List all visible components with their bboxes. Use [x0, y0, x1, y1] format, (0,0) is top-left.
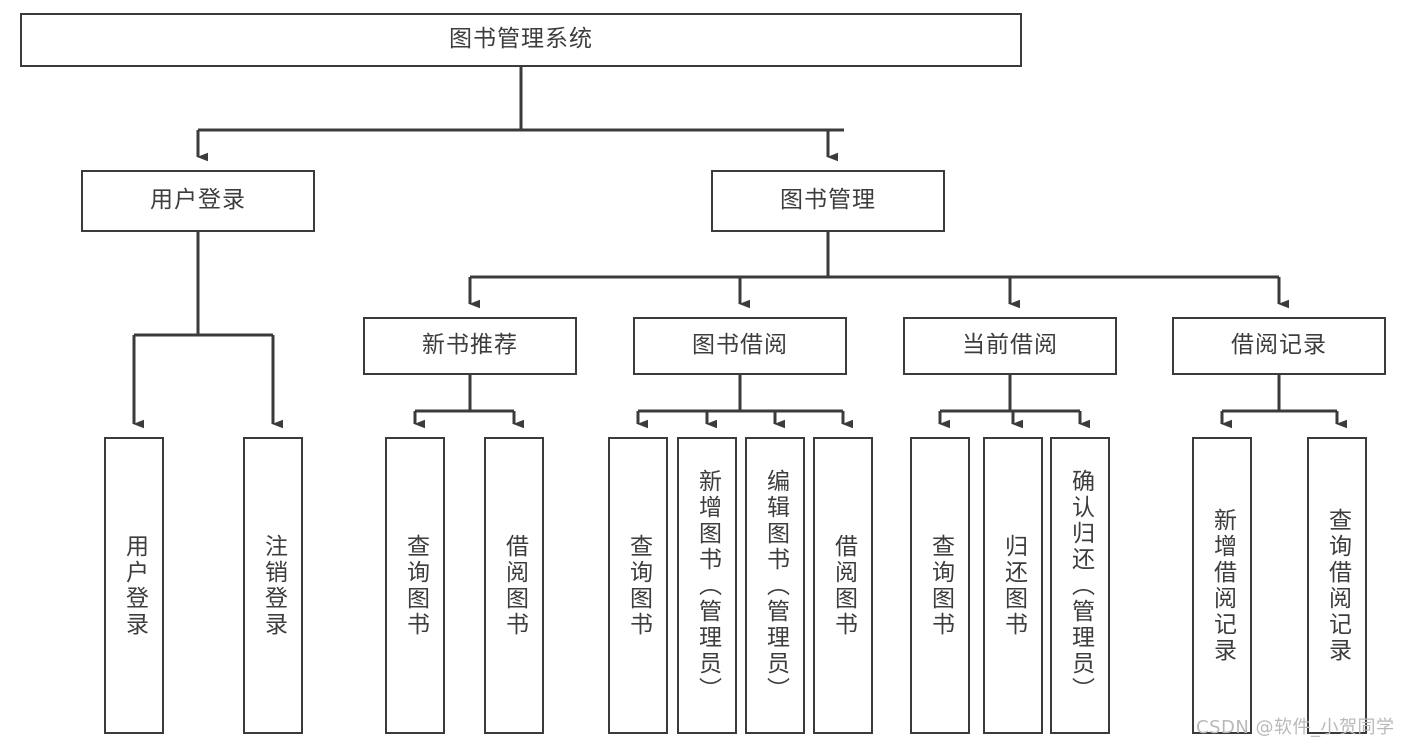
leaf-query-borrow-record[interactable]: 查询借阅记录 — [1307, 437, 1367, 734]
leaf-user-login[interactable]: 用户登录 — [104, 437, 164, 734]
leaf-user-login-label: 用户登录 — [121, 533, 148, 638]
node-user-login-label: 用户登录 — [150, 187, 246, 214]
node-root-label: 图书管理系统 — [449, 26, 593, 53]
node-root[interactable]: 图书管理系统 — [20, 13, 1022, 67]
leaf-add-borrow-record-label: 新增借阅记录 — [1209, 507, 1236, 664]
leaf-add-borrow-record[interactable]: 新增借阅记录 — [1192, 437, 1252, 734]
leaf-return-book-label: 归还图书 — [1000, 533, 1027, 638]
leaf-new-book-query-label: 查询图书 — [402, 533, 429, 638]
node-new-book-recommend[interactable]: 新书推荐 — [363, 317, 577, 375]
leaf-add-book-admin-label: 新增图书（管理员） — [694, 468, 721, 703]
leaf-add-book-admin[interactable]: 新增图书（管理员） — [677, 437, 737, 734]
node-user-login[interactable]: 用户登录 — [81, 170, 315, 232]
node-book-management-label: 图书管理 — [780, 187, 876, 214]
node-book-borrow-label: 图书借阅 — [692, 332, 788, 359]
leaf-borrow-book-label: 借阅图书 — [830, 533, 857, 638]
node-borrow-record-label: 借阅记录 — [1231, 332, 1327, 359]
leaf-new-book-borrow[interactable]: 借阅图书 — [484, 437, 544, 734]
leaf-user-logout-label: 注销登录 — [260, 533, 287, 638]
node-borrow-record[interactable]: 借阅记录 — [1172, 317, 1386, 375]
leaf-current-query-book-label: 查询图书 — [927, 533, 954, 638]
leaf-edit-book-admin-label: 编辑图书（管理员） — [762, 468, 789, 703]
leaf-confirm-return-admin-label: 确认归还（管理员） — [1067, 468, 1094, 703]
leaf-borrow-query-book-label: 查询图书 — [625, 533, 652, 638]
node-current-borrow[interactable]: 当前借阅 — [903, 317, 1117, 375]
leaf-user-logout[interactable]: 注销登录 — [243, 437, 303, 734]
leaf-new-book-query[interactable]: 查询图书 — [385, 437, 445, 734]
leaf-query-borrow-record-label: 查询借阅记录 — [1324, 507, 1351, 664]
leaf-edit-book-admin[interactable]: 编辑图书（管理员） — [745, 437, 805, 734]
leaf-borrow-book[interactable]: 借阅图书 — [813, 437, 873, 734]
node-book-management[interactable]: 图书管理 — [711, 170, 945, 232]
leaf-new-book-borrow-label: 借阅图书 — [501, 533, 528, 638]
leaf-confirm-return-admin[interactable]: 确认归还（管理员） — [1050, 437, 1110, 734]
leaf-return-book[interactable]: 归还图书 — [983, 437, 1043, 734]
leaf-borrow-query-book[interactable]: 查询图书 — [608, 437, 668, 734]
node-new-book-recommend-label: 新书推荐 — [422, 332, 518, 359]
node-current-borrow-label: 当前借阅 — [962, 332, 1058, 359]
node-book-borrow[interactable]: 图书借阅 — [633, 317, 847, 375]
leaf-current-query-book[interactable]: 查询图书 — [910, 437, 970, 734]
